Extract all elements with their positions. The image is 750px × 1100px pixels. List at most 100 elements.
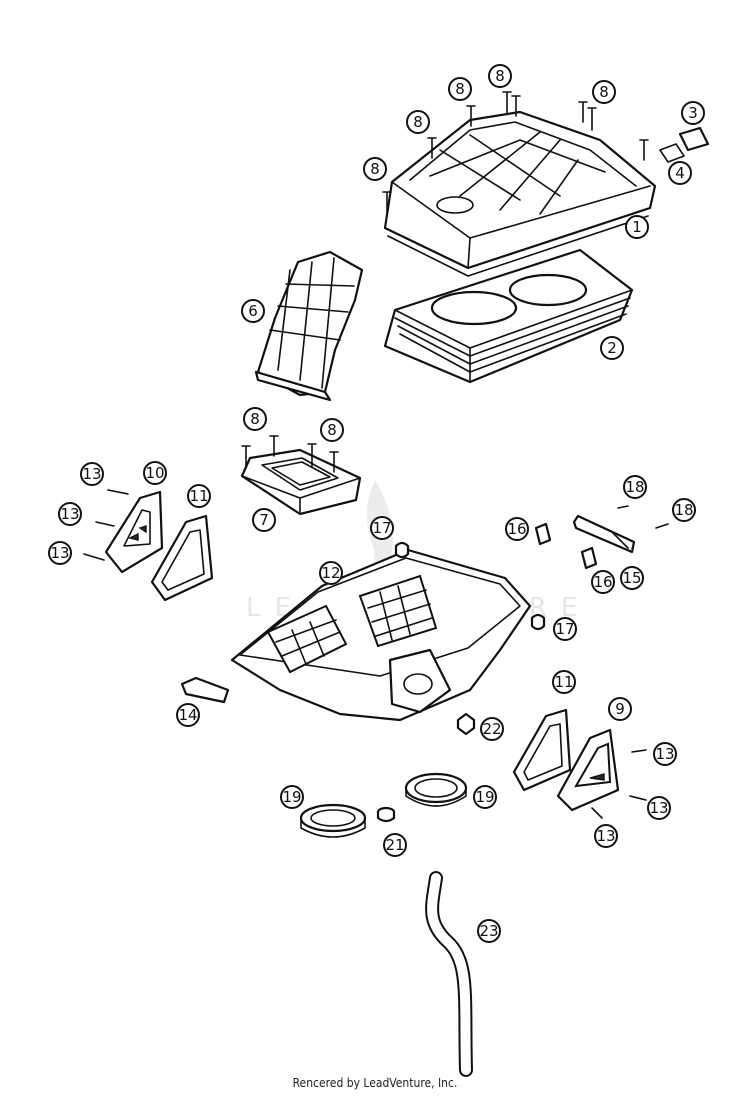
part-airbox-housing[interactable] [230,548,532,722]
callout-8[interactable]: 8 [320,418,344,442]
part-right-bracket[interactable] [556,728,620,812]
svg-text:10: 10 [145,464,164,482]
screws-left [83,489,129,561]
part-plug[interactable] [376,806,396,823]
svg-text:8: 8 [327,421,337,439]
svg-text:18: 18 [625,478,644,496]
svg-text:8: 8 [250,410,260,428]
callout-9[interactable]: 9 [608,697,632,721]
part-seal-right[interactable] [404,772,468,807]
callout-8[interactable]: 8 [243,407,267,431]
callout-8[interactable]: 8 [592,80,616,104]
part-nut[interactable] [456,712,476,736]
callout-22[interactable]: 22 [480,717,504,741]
svg-text:13: 13 [50,544,69,562]
part-small-bracket[interactable] [659,126,710,163]
svg-text:7: 7 [259,511,269,529]
part-air-filter[interactable] [383,248,634,384]
callouts: 1 2 3 4 6 7 8 8 8 8 8 8 8 9 10 11 11 12 … [48,64,705,943]
part-seal-left[interactable] [299,803,367,838]
callout-6[interactable]: 6 [241,299,265,323]
svg-text:16: 16 [593,573,612,591]
callout-11[interactable]: 11 [187,484,211,508]
callout-8[interactable]: 8 [448,77,472,101]
callout-13[interactable]: 13 [80,462,104,486]
part-intake-boot[interactable] [254,250,364,402]
callout-16[interactable]: 16 [505,517,529,541]
svg-text:4: 4 [675,164,685,182]
svg-text:8: 8 [370,160,380,178]
svg-text:11: 11 [554,673,573,691]
callout-13[interactable]: 13 [48,541,72,565]
callout-13[interactable]: 13 [647,796,671,820]
screws-right [591,749,647,819]
part-clips[interactable] [534,522,598,570]
callout-4[interactable]: 4 [668,161,692,185]
svg-text:13: 13 [60,505,79,523]
svg-text:22: 22 [482,720,501,738]
part-foam-strip[interactable] [180,676,230,704]
callout-21[interactable]: 21 [383,833,407,857]
svg-text:13: 13 [655,745,674,763]
svg-text:11: 11 [189,487,208,505]
callout-13[interactable]: 13 [594,824,618,848]
callout-18[interactable]: 18 [672,498,696,522]
part-airbox-lid[interactable] [383,110,657,277]
part-left-bracket[interactable] [104,490,164,574]
svg-text:8: 8 [455,80,465,98]
svg-text:19: 19 [475,788,494,806]
callout-8[interactable]: 8 [363,157,387,181]
svg-text:16: 16 [507,520,526,538]
callout-17[interactable]: 17 [553,617,577,641]
svg-text:8: 8 [413,113,423,131]
part-grommets[interactable] [394,541,546,631]
svg-text:17: 17 [555,620,574,638]
svg-text:13: 13 [596,827,615,845]
credit-line: Rencered by LeadVenture, Inc. [292,1076,458,1090]
svg-text:6: 6 [248,302,258,320]
callout-8[interactable]: 8 [406,110,430,134]
part-right-gasket[interactable] [512,708,572,792]
callout-11[interactable]: 11 [552,670,576,694]
svg-text:23: 23 [479,922,498,940]
callout-16[interactable]: 16 [591,570,615,594]
callout-18[interactable]: 18 [623,475,647,499]
svg-text:8: 8 [495,67,505,85]
callout-10[interactable]: 10 [143,461,167,485]
svg-text:8: 8 [599,83,609,101]
callout-17[interactable]: 17 [370,516,394,540]
part-strap-screws [617,505,669,529]
svg-text:21: 21 [385,836,404,854]
callout-23[interactable]: 23 [477,919,501,943]
callout-19[interactable]: 19 [473,785,497,809]
callout-13[interactable]: 13 [653,742,677,766]
bolts-flange [241,435,339,473]
part-left-gasket[interactable] [150,514,214,602]
callout-8[interactable]: 8 [488,64,512,88]
part-drain-hose[interactable] [425,871,473,1077]
callout-19[interactable]: 19 [280,785,304,809]
callout-13[interactable]: 13 [58,502,82,526]
svg-text:19: 19 [282,788,301,806]
svg-text:1: 1 [632,218,642,236]
svg-text:18: 18 [674,501,693,519]
svg-text:13: 13 [649,799,668,817]
callout-7[interactable]: 7 [252,508,276,532]
svg-text:12: 12 [321,564,340,582]
callout-2[interactable]: 2 [600,336,624,360]
svg-text:2: 2 [607,339,617,357]
callout-1[interactable]: 1 [625,215,649,239]
svg-text:15: 15 [622,569,641,587]
svg-text:3: 3 [688,104,698,122]
bolts-lid [382,91,649,213]
callout-14[interactable]: 14 [176,703,200,727]
svg-text:14: 14 [178,706,197,724]
callout-12[interactable]: 12 [319,561,343,585]
part-strap[interactable] [572,514,636,554]
callout-3[interactable]: 3 [681,101,705,125]
callout-15[interactable]: 15 [620,566,644,590]
part-flange-plate[interactable] [240,448,362,516]
svg-text:9: 9 [615,700,625,718]
svg-text:13: 13 [82,465,101,483]
